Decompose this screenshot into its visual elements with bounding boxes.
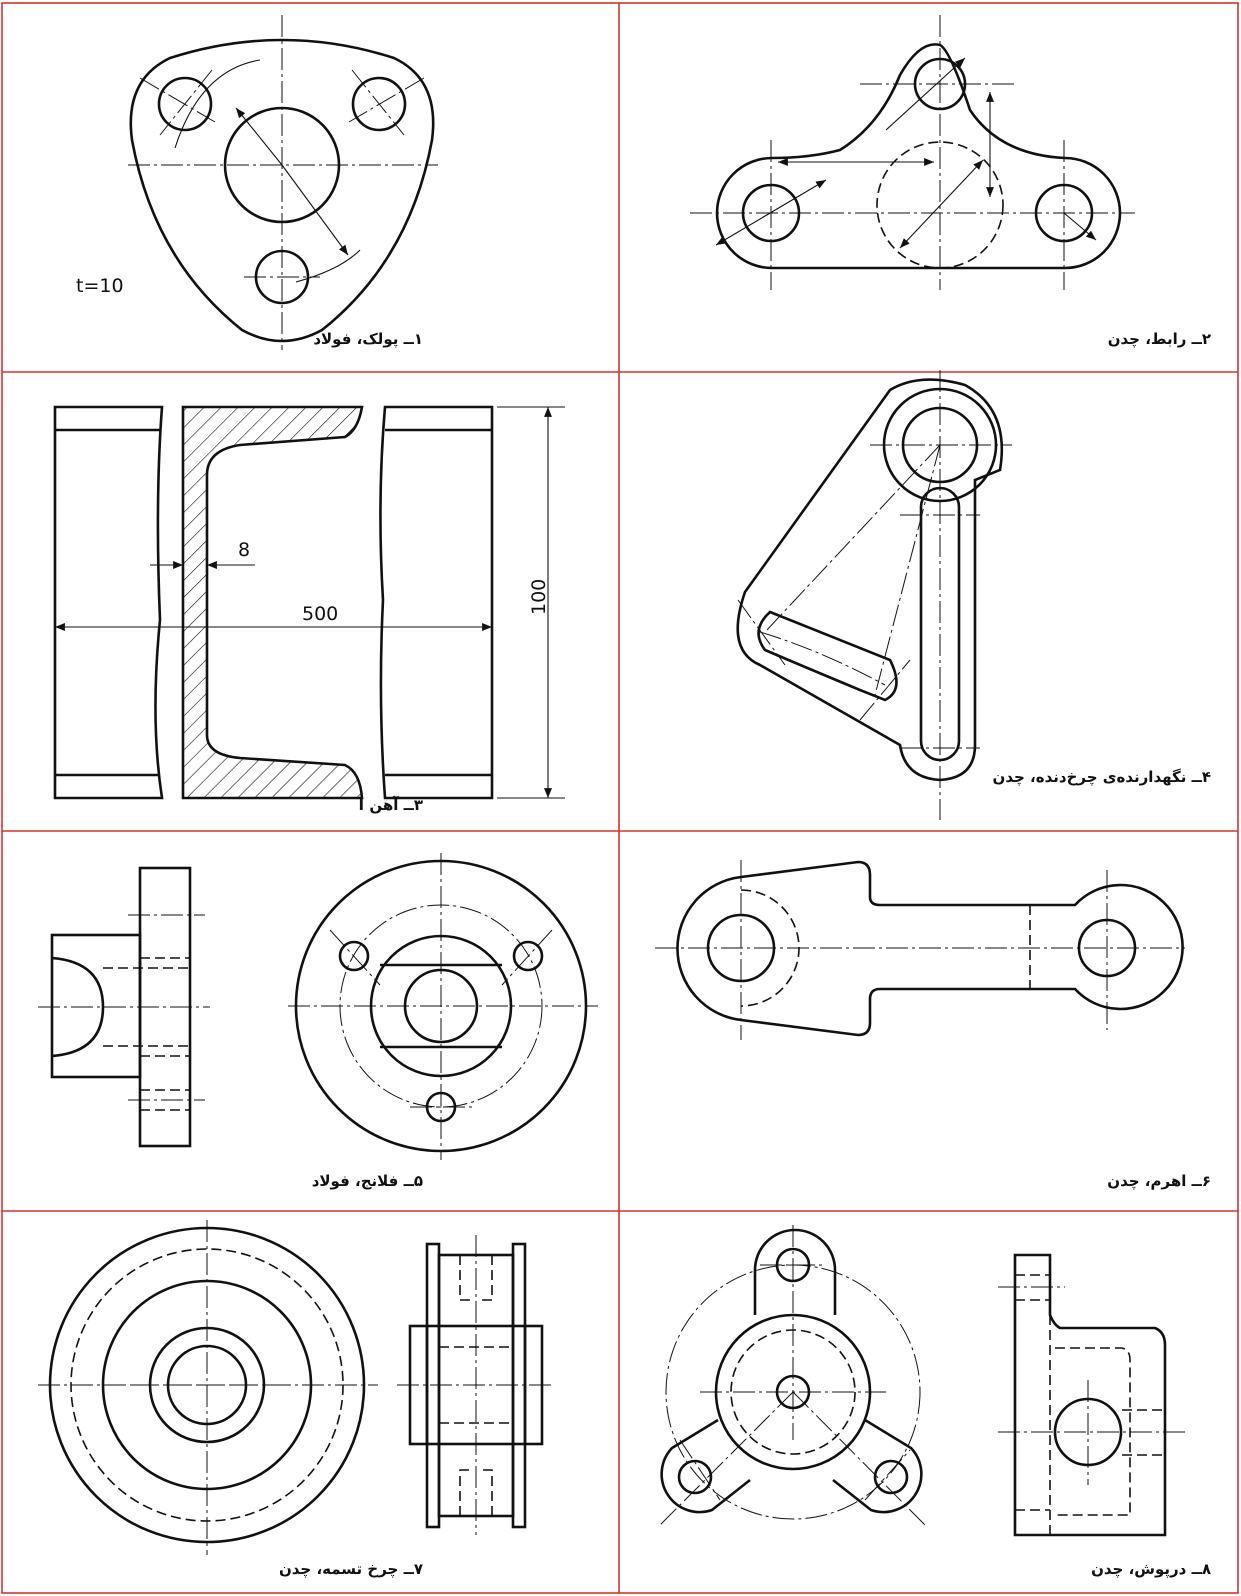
caption-1: ۱ــ پولک، فولاد xyxy=(313,330,423,348)
caption-7: ۷ــ چرخ تسمه، چدن xyxy=(278,1560,423,1578)
dim-500: 500 xyxy=(302,603,338,625)
caption-2: ۲ــ رابط، چدن xyxy=(1107,330,1211,348)
dim-100: 100 xyxy=(528,579,550,615)
caption-4: ۴ــ نگهدارنده‌ی چرخ‌دنده، چدن xyxy=(992,768,1211,786)
drawing-7-pulley xyxy=(38,1220,555,1555)
caption-5: ۵ــ فلانج، فولاد xyxy=(311,1172,423,1190)
dim-8: 8 xyxy=(238,539,250,561)
caption-3: ۳ــ آهن I xyxy=(358,796,424,814)
caption-8: ۸ــ درپوش، چدن xyxy=(1091,1560,1211,1578)
drawing-2-connector xyxy=(690,15,1135,290)
drawing-1-washer: t=10 xyxy=(76,15,438,350)
drawing-8-cap xyxy=(659,1225,1185,1537)
drawing-4-gear-holder xyxy=(736,370,1012,820)
drawing-3-channel-iron: 500 8 100 xyxy=(53,405,565,800)
thickness-note: t=10 xyxy=(76,275,124,297)
caption-6: ۶ــ اهرم، چدن xyxy=(1107,1172,1211,1190)
drawing-6-lever xyxy=(655,860,1185,1040)
drawing-5-flange xyxy=(38,853,598,1160)
